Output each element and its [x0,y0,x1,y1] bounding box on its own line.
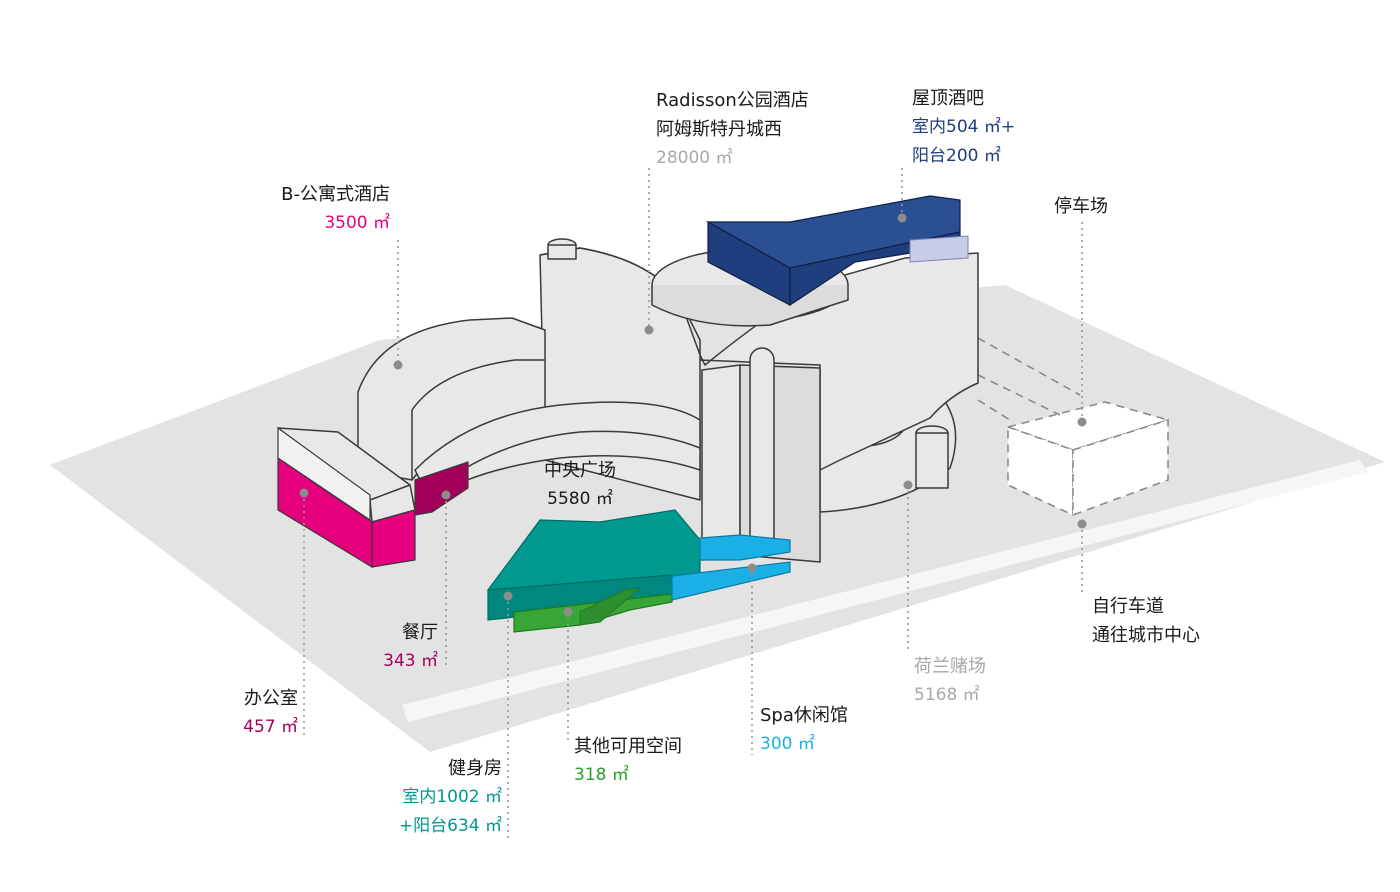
rooftop-bar-name: 屋顶酒吧 [912,88,984,109]
office-name: 办公室 [244,688,298,709]
office-area: 457 ㎡ [243,717,298,737]
casino-area: 5168 ㎡ [914,685,980,705]
apartment-hotel-name: B-公寓式酒店 [281,184,390,205]
restaurant-block [414,461,469,516]
leader-lines [303,168,1083,838]
other-space-name: 其他可用空间 [574,736,682,757]
office-label: 办公室 457 ㎡ [220,684,298,742]
office-block-side [371,509,416,568]
apartment-hotel-area: 3500 ㎡ [324,213,390,233]
casino-name: 荷兰赌场 [914,656,986,677]
central-plaza-area: 5580 ㎡ [547,489,613,509]
gym-label: 健身房 室内1002 ㎡ +阳台634 ㎡ [380,754,502,841]
parking-name: 停车场 [1054,196,1108,217]
bike-lane-line1: 自行车道 [1092,596,1164,617]
office-block-top [277,426,371,522]
other-space-area: 318 ㎡ [574,765,629,785]
gym-name: 健身房 [448,758,502,779]
rooftop-bar-area-line1: 室内504 ㎡+ [912,117,1016,137]
restaurant-label: 餐厅 343 ㎡ [360,618,438,676]
spa-area: 300 ㎡ [760,734,815,754]
rooftop-bar-label: 屋顶酒吧 室内504 ㎡+ 阳台200 ㎡ [912,84,1015,171]
apartment-hotel-label: B-公寓式酒店 3500 ㎡ [240,180,390,238]
parking-volume [977,337,1171,517]
leader-dots [299,213,1087,617]
hotel-name-line1: Radisson公园酒店 [656,90,809,111]
hotel-name-line2: 阿姆斯特丹城西 [656,119,782,140]
spa-label: Spa休闲馆 300 ㎡ [760,701,848,759]
gym-area-line2: +阳台634 ㎡ [398,816,502,836]
casino-label: 荷兰赌场 5168 ㎡ [914,652,986,710]
other-space-stair [579,587,642,626]
hotel-label: Radisson公园酒店 阿姆斯特丹城西 28000 ㎡ [656,86,809,173]
bike-lane-strip [402,460,1368,722]
central-plaza-name: 中央广场 [544,460,616,481]
restaurant-area: 343 ㎡ [383,651,438,671]
gym-area-line1: 室内1002 ㎡ [402,787,502,807]
central-plaza-label: 中央广场 5580 ㎡ [530,456,630,514]
restaurant-name: 餐厅 [402,622,438,643]
spa-name: Spa休闲馆 [760,705,848,726]
bike-lane-label: 自行车道 通往城市中心 [1092,592,1200,650]
rooftop-bar-area-line2: 阳台200 ㎡ [912,146,1001,166]
rooftop-terrace [909,235,969,263]
other-space-label: 其他可用空间 318 ㎡ [574,732,682,790]
main-building [277,238,979,563]
bike-lane-line2: 通往城市中心 [1092,625,1200,646]
spa-top [699,534,791,561]
hotel-area: 28000 ㎡ [656,148,733,168]
parking-label: 停车场 [1054,192,1108,221]
